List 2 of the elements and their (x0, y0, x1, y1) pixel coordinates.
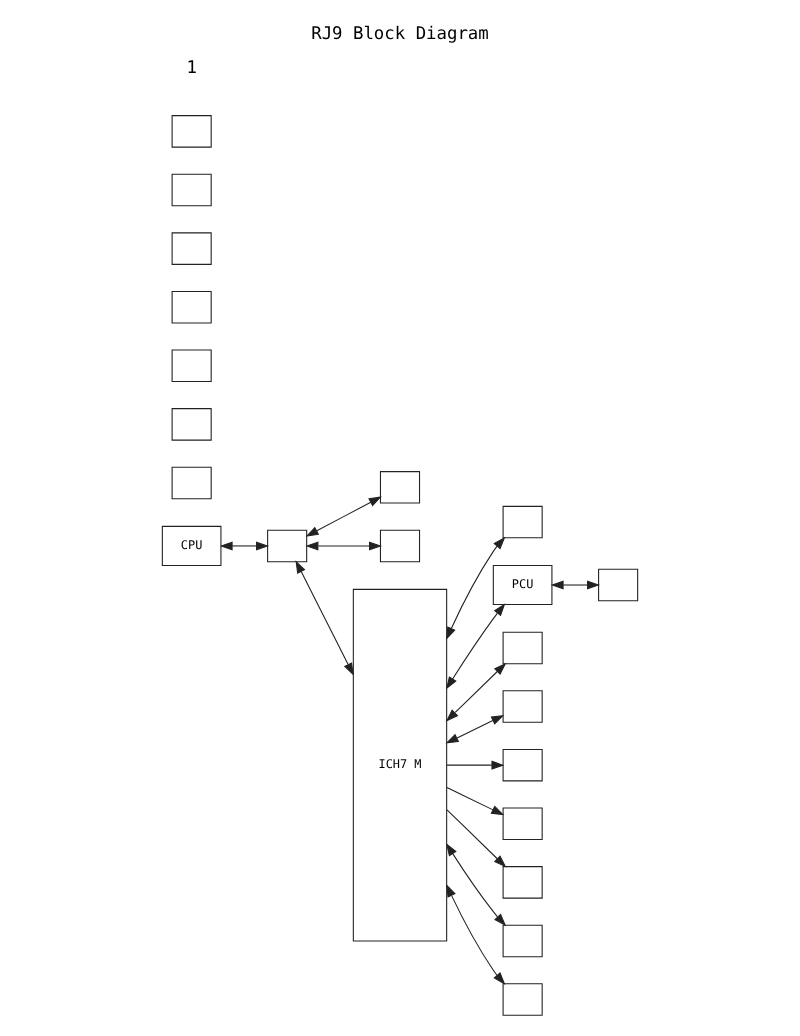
label: 1 (186, 58, 197, 79)
diagram-title: RJ9 Block Diagram (311, 24, 489, 45)
